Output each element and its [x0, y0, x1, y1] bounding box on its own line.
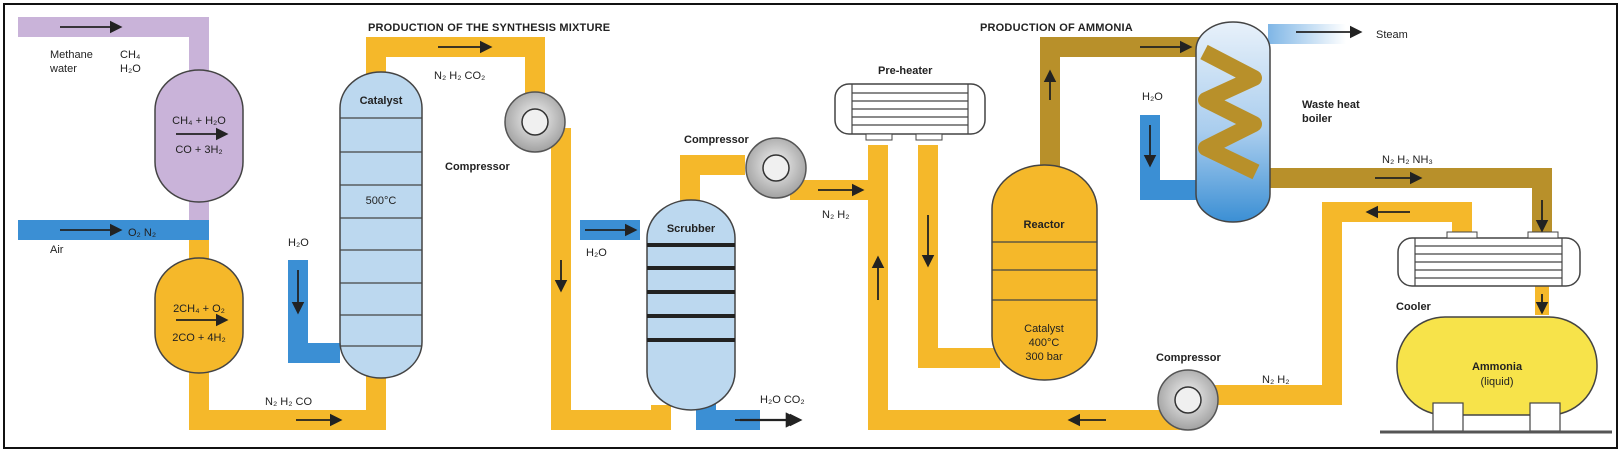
diagram-frame: [3, 3, 1618, 449]
reformer-top-reactants: CH₄ + H₂O: [172, 115, 226, 127]
boiler-water-pipe: [1140, 115, 1198, 200]
reactor-pressure-label: 300 bar: [1025, 351, 1063, 363]
waste-heat-label-2: boiler: [1302, 113, 1333, 125]
water-column-pipe: [288, 260, 340, 363]
scrubber: [646, 199, 736, 411]
n2h2-feed-label: N₂ H₂: [822, 209, 849, 221]
reactor: [991, 164, 1098, 381]
reformer-bottom-reactants: 2CH₄ + O₂: [173, 303, 225, 315]
catalyst-column: [339, 71, 423, 379]
n2h2co2-label: N₂ H₂ CO₂: [434, 70, 485, 82]
compressor-1: [504, 91, 566, 153]
reformer-top-products: CO + 3H₂: [175, 144, 222, 156]
waste-heat-label-1: Waste heat: [1302, 99, 1360, 111]
preheater: [834, 83, 986, 141]
steam-label: Steam: [1376, 29, 1408, 41]
waste-heat-boiler: [1195, 21, 1271, 223]
flow-arrows: [60, 20, 1549, 427]
preheater-reactor-pipe: [918, 145, 1000, 368]
compressor3-pipe: [1210, 202, 1472, 405]
methane-inlet-pipe: [18, 17, 209, 78]
methane-label: Methane: [50, 49, 93, 61]
compressor-2-label: Compressor: [684, 134, 750, 146]
h2o-boiler-label: H₂O: [1142, 91, 1163, 103]
h2o-inlet-label: H₂O: [120, 63, 141, 75]
compressor-1-label: Compressor: [445, 161, 511, 173]
reactor-temp-label: 400°C: [1029, 337, 1060, 349]
compressor-3-label: Compressor: [1156, 352, 1222, 364]
scrubber-feed-pipe: [547, 128, 671, 430]
preheater-label: Pre-heater: [878, 65, 933, 77]
secondary-reformer: [154, 257, 244, 374]
n2h2co-label: N₂ H₂ CO: [265, 396, 312, 408]
temp-500-label: 500°C: [366, 195, 397, 207]
pipes: [18, 17, 1552, 430]
reactor-catalyst-label: Catalyst: [1024, 323, 1064, 335]
steam-pipe: [1268, 24, 1346, 44]
o2n2-label: O₂ N₂: [128, 227, 156, 239]
compressor-2: [745, 137, 807, 199]
reformer-bottom-products: 2CO + 4H₂: [172, 332, 226, 344]
scrubber-out-pipe: [680, 155, 745, 205]
water-label: water: [49, 63, 77, 75]
air-label: Air: [50, 244, 64, 256]
primary-reformer: [154, 69, 244, 203]
compressor-3: [1157, 369, 1219, 431]
h2o-scrubber-label: H₂O: [586, 247, 607, 259]
ammonia-label: Ammonia: [1472, 361, 1523, 373]
ammonia-tank: [1380, 316, 1612, 434]
n2h2co-pipe: [189, 370, 386, 430]
cooler: [1397, 231, 1581, 287]
h2o-column-label: H₂O: [288, 237, 309, 249]
cooler-label: Cooler: [1396, 301, 1432, 313]
ammonia-state-label: (liquid): [1480, 376, 1513, 388]
reactor-label: Reactor: [1024, 219, 1066, 231]
n2h2-recycle-label: N₂ H₂: [1262, 374, 1289, 386]
catalyst-label: Catalyst: [360, 95, 403, 107]
scrubber-label: Scrubber: [667, 223, 716, 235]
n2h2nh3-label: N₂ H₂ NH₃: [1382, 154, 1433, 166]
heading-ammonia: PRODUCTION OF AMMONIA: [980, 22, 1133, 34]
ch4-label: CH₄: [120, 49, 141, 61]
heading-synthesis: PRODUCTION OF THE SYNTHESIS MIXTURE: [368, 22, 610, 34]
h2oco2-out-label: H₂O CO₂: [760, 394, 805, 406]
